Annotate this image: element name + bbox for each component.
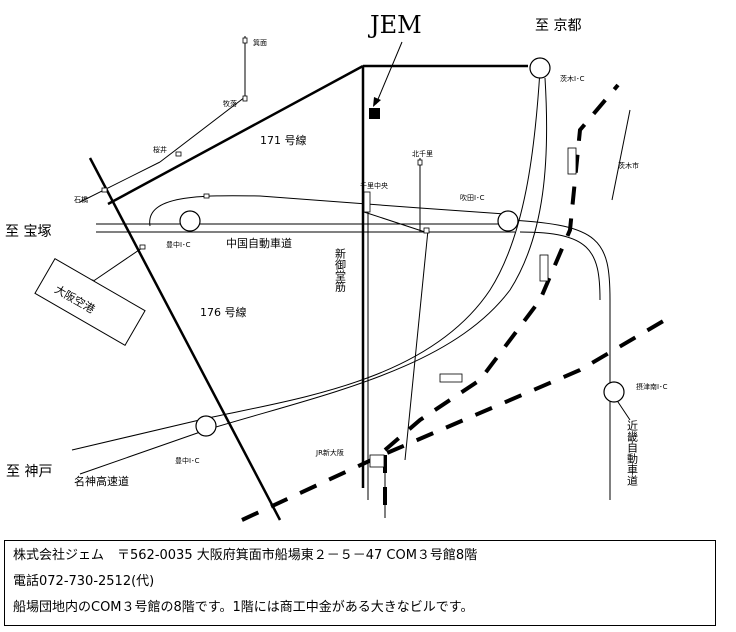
label-meishin-expressway: 名神高速道 [74,474,129,488]
interchange-toyonaka-north [179,210,201,232]
label-chugoku-expressway: 中国自動車道 [226,236,292,250]
label-jr-shin-osaka: JR新大阪 [315,448,344,457]
label-suita-ic: 吹田I･C [460,193,485,202]
minor-roads [71,36,631,500]
label-makiochi: 牧落 [223,99,237,108]
label-senri-chuo: 千里中央 [360,181,388,190]
stations [87,37,577,468]
access-map: JEM 至 京都 至 宝塚 至 神戸 茨木I･C 171 号線 176 号線 箕… [5,11,668,522]
jem-marker [369,108,380,119]
label-minoo: 箕面 [253,38,267,47]
company-phone: 電話072-730-2512(代) [13,574,155,589]
major-roads [88,64,528,521]
label-to-takarazuka: 至 宝塚 [5,224,51,240]
interchanges [179,57,625,437]
label-shin-midosuji: 新御堂筋 [334,247,347,293]
interchange-toyonaka-south [195,415,217,437]
interchange-suita [497,210,519,232]
interchange-settsu [603,381,625,403]
label-settsu-minami-ic: 摂津南I･C [636,382,668,391]
building-note: 船場団地内のCOM３号館の8階です。1階には商工中金がある大きなビルです。 [13,600,474,615]
map-title: JEM [367,11,422,39]
label-kinki-expressway: 近畿自動車道 [626,420,639,486]
label-to-kyoto: 至 京都 [535,18,581,34]
osaka-airport-box [34,257,146,347]
label-ishibashi: 石橋 [74,195,88,204]
jem-arrow-head [373,97,381,107]
label-toyonaka-ic-south: 豊中I･C [175,456,200,465]
company-info-box: 株式会社ジェム 〒562-0035 大阪府箕面市船場東２－５－47 COM３号館… [4,540,716,626]
interchange-ibaraki [529,57,551,79]
jem-arrow [375,41,403,105]
label-kita-senri: 北千里 [412,149,433,158]
railways [241,83,667,522]
route-176-road [88,157,282,521]
label-sakurai: 桜井 [153,145,167,154]
label-toyonaka-ic-north: 豊中I･C [166,240,191,249]
label-route-171: 171 号線 [260,133,307,147]
label-ibaraki-ic: 茨木I･C [560,74,585,83]
label-ibaraki-city: 茨木市 [618,161,639,170]
route-171-road [107,64,364,206]
label-route-176: 176 号線 [200,305,247,319]
company-address: 株式会社ジェム 〒562-0035 大阪府箕面市船場東２－５－47 COM３号館… [13,548,478,563]
label-to-kobe: 至 神戸 [6,464,52,480]
